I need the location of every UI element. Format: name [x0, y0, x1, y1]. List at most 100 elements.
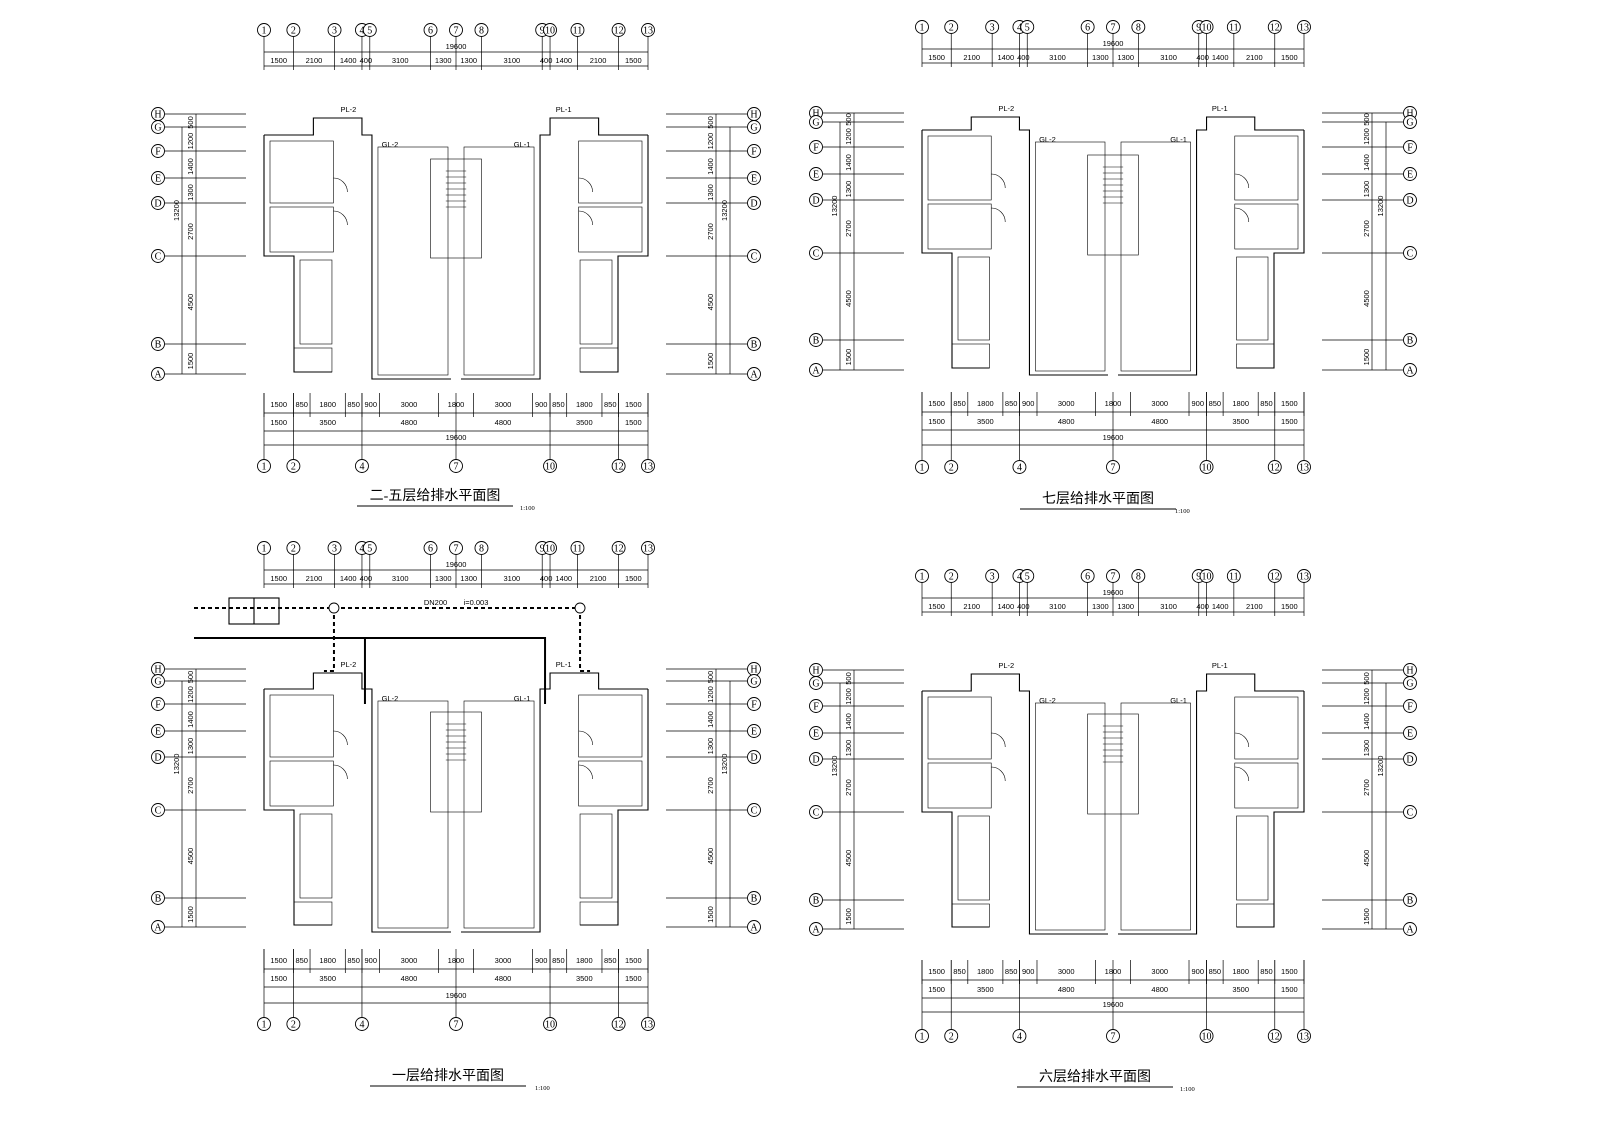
- overall-row-dim-left: 13200: [172, 200, 181, 221]
- bay-dim-top: 1400: [997, 53, 1014, 62]
- bottom-dim-1: 1500: [625, 400, 642, 409]
- tag-pl2: PL-2: [998, 661, 1014, 670]
- grid-label-top: 8: [479, 26, 484, 37]
- grid-bubble-top: [1080, 569, 1095, 583]
- room-bedroom-right: [578, 694, 643, 758]
- drain-branch-right: [579, 608, 591, 672]
- row-dim-left: 1400: [186, 158, 195, 175]
- bottom-dim-1: 850: [1260, 967, 1273, 976]
- grid-bubble-right: [747, 144, 761, 158]
- grid-label-top: 10: [1202, 23, 1212, 34]
- grid-bubble-left: [809, 805, 823, 819]
- grid-label-top: 7: [454, 26, 459, 37]
- row-dim-right: 1200: [1362, 128, 1371, 145]
- tag-gl2: GL-2: [1039, 135, 1056, 144]
- bottom-dim-1: 850: [1005, 967, 1018, 976]
- tag-pl1: PL-1: [556, 105, 572, 114]
- bay-dim-top: 1300: [1117, 602, 1134, 611]
- bottom-dim-2: 1500: [928, 417, 945, 426]
- bottom-dim-2: 3500: [1232, 985, 1249, 994]
- bottom-dim-1: 3000: [401, 400, 418, 409]
- bay-dim-top: 1500: [625, 56, 642, 65]
- bottom-dim-1: 3000: [1151, 399, 1168, 408]
- grid-bubble-bottom: [1267, 1029, 1282, 1043]
- bottom-dim-2: 1500: [928, 985, 945, 994]
- sheet-scale: 1:100: [520, 505, 535, 512]
- grid-label-top: 12: [1270, 23, 1280, 34]
- room-center-right: [1120, 702, 1191, 931]
- grid-bubble-top: [611, 541, 626, 555]
- grid-bubble-right: [747, 724, 761, 738]
- bottom-dim-1: 3000: [1058, 399, 1075, 408]
- room-right-2: [578, 206, 643, 253]
- wall-side-right: [580, 689, 649, 926]
- tag-gl1: GL-1: [1170, 696, 1187, 705]
- grid-label-top: 8: [1136, 572, 1141, 583]
- pipe-note-slope: i=0.003: [464, 598, 489, 607]
- grid-label-left: A: [154, 923, 162, 934]
- stair: [1087, 154, 1139, 256]
- grid-label-right: B: [1407, 896, 1414, 907]
- grid-label-left: G: [812, 118, 819, 129]
- row-dim-left: 1200: [186, 686, 195, 703]
- wall-side-right: [580, 135, 649, 373]
- grid-bubble-left: [151, 196, 165, 210]
- sheet-scale: 1:100: [1180, 1086, 1195, 1093]
- row-dim-right: 1200: [706, 686, 715, 703]
- balcony-left: [951, 343, 990, 369]
- grid-bubble-bottom: [1106, 460, 1120, 474]
- bay-dim-top: 400: [360, 56, 373, 65]
- bay-dim-top: 2100: [590, 56, 607, 65]
- overall-row-dim-left: 13200: [830, 756, 839, 777]
- grid-bubble-left: [809, 676, 823, 690]
- grid-label-bottom: 12: [1270, 463, 1280, 474]
- grid-bubble-top: [286, 541, 301, 555]
- grid-bubble-right: [747, 120, 761, 134]
- grid-label-top: 6: [428, 26, 433, 37]
- grid-label-top: 1: [262, 544, 267, 555]
- grid-label-bottom: 1: [262, 462, 267, 473]
- grid-bubble-bottom: [944, 460, 959, 474]
- bottom-dim-1: 1800: [1232, 399, 1249, 408]
- bay-dim-top: 3100: [1049, 53, 1066, 62]
- total-dim-top: 19600: [1103, 39, 1124, 48]
- grid-label-left: C: [155, 806, 162, 817]
- bay-dim-top: 1300: [1092, 602, 1109, 611]
- grid-bubble-top: [1267, 569, 1282, 583]
- bottom-dim-1: 3000: [401, 956, 418, 965]
- manhole-right: [574, 602, 586, 614]
- room-left-2: [269, 206, 334, 253]
- bay-dim-top: 400: [1017, 53, 1030, 62]
- row-dim-left: 1300: [186, 738, 195, 755]
- grid-label-bottom: 10: [1202, 1032, 1212, 1043]
- row-dim-left: 2700: [844, 220, 853, 237]
- bay-dim-top: 2100: [963, 602, 980, 611]
- row-dim-left: 4500: [844, 290, 853, 307]
- grid-bubble-top: [543, 23, 557, 37]
- grid-bubble-top: [327, 541, 342, 555]
- bay-dim-top: 3100: [392, 56, 409, 65]
- grid-label-bottom: 2: [291, 1020, 296, 1031]
- grid-bubble-left: [809, 193, 823, 207]
- grid-label-top: 10: [545, 26, 555, 37]
- grid-bubble-left: [151, 750, 165, 764]
- room-right-2: [1234, 762, 1299, 809]
- grid-label-right: G: [1406, 118, 1413, 129]
- wall-side-left: [263, 689, 332, 926]
- grid-label-left: C: [813, 249, 820, 260]
- tag-pl2: PL-2: [340, 105, 356, 114]
- grid-label-right: D: [1406, 196, 1413, 207]
- grid-bubble-left: [151, 697, 165, 711]
- grid-label-left: F: [813, 702, 819, 713]
- bay-dim-top: 2100: [590, 574, 607, 583]
- grid-bubble-top: [1131, 569, 1146, 583]
- bottom-dim-1: 1800: [977, 967, 994, 976]
- row-dim-left: 1200: [844, 688, 853, 705]
- bottom-dim-2: 4800: [1058, 417, 1075, 426]
- grid-bubble-left: [809, 893, 823, 907]
- grid-label-bottom: 7: [454, 1020, 459, 1031]
- row-dim-left: 2700: [186, 777, 195, 794]
